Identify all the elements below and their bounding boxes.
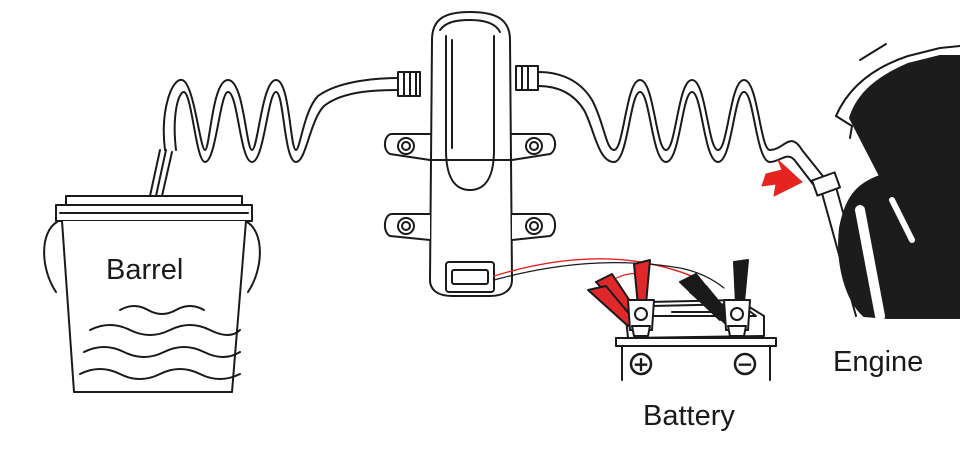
red-clamp xyxy=(587,259,655,337)
negative-terminal-icon xyxy=(733,352,757,376)
battery-label: Battery xyxy=(643,400,735,432)
barrel xyxy=(43,195,261,393)
engine-label: Engine xyxy=(833,346,924,378)
barrel-label: Barrel xyxy=(106,254,184,286)
engine xyxy=(835,43,960,321)
pump xyxy=(384,11,556,297)
flow-direction-arrow-icon xyxy=(761,159,803,197)
positive-terminal-icon xyxy=(629,352,653,376)
outlet-hose xyxy=(537,71,873,317)
black-clamp xyxy=(679,259,751,337)
inlet-hose xyxy=(149,77,401,197)
negative-symbol: − xyxy=(737,352,754,376)
positive-symbol: + xyxy=(633,352,650,376)
